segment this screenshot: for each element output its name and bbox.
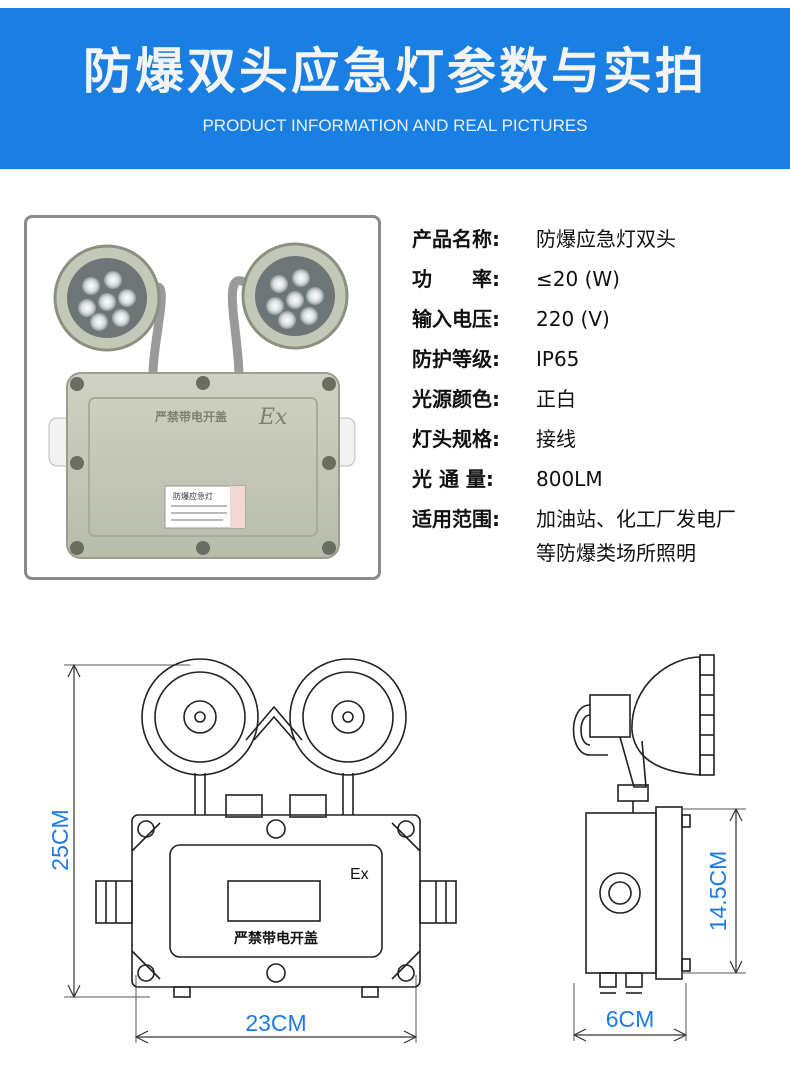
spec-label: 功 率: [412,267,500,291]
front-width-dimension: 23CM [245,1010,306,1036]
spec-row-application: 适用范围: 加油站、化工厂发电厂 [412,501,782,541]
photo-label-title: 防爆应急灯 [173,491,213,501]
spec-row-lamp-spec: 灯头规格: 接线 [412,421,782,461]
spec-label: 光 通 量: [412,467,494,491]
spec-value: 防爆应急灯双头 [536,227,676,251]
side-width-dimension: 6CM [606,1006,655,1032]
side-height-dimension: 14.5CM [705,851,731,932]
spec-list: 产品名称: 防爆应急灯双头 功 率: ≤20 (W) 输入电压: 220 (V)… [412,221,782,541]
front-height-dimension: 25CM [47,809,73,870]
spec-value: 正白 [536,387,576,411]
spec-value: 接线 [536,427,576,451]
spec-value: 800LM [536,467,603,491]
spec-row-power: 功 率: ≤20 (W) [412,261,782,301]
spec-row-luminous-flux: 光 通 量: 800LM [412,461,782,501]
spec-value: 220 (V) [536,307,610,331]
spec-label: 防护等级: [412,347,500,371]
spec-label: 光源颜色: [412,387,500,411]
front-ex-mark: Ex [350,866,369,883]
spec-label: 适用范围: [412,507,500,531]
spec-label: 产品名称: [412,227,500,251]
spec-label: 灯头规格: [412,427,500,451]
page-subtitle: PRODUCT INFORMATION AND REAL PICTURES [202,116,588,135]
left-lamp-head [53,244,161,352]
spec-row-voltage: 输入电压: 220 (V) [412,301,782,341]
spec-row-name: 产品名称: 防爆应急灯双头 [412,221,782,261]
photo-ex-mark: Ex [258,405,288,430]
spec-value: IP65 [536,347,580,371]
spec-value: 加油站、化工厂发电厂 [536,507,736,531]
spec-application-continuation: 等防爆类场所照明 [536,541,696,565]
right-lamp-head [241,242,349,350]
page-title: 防爆双头应急灯参数与实拍 [82,43,707,100]
photo-warning-text: 严禁带电开盖 [154,409,227,424]
product-photo: 严禁带电开盖 Ex 防爆应急灯 [24,215,381,580]
front-warning-text: 严禁带电开盖 [233,930,318,947]
header-banner: 防爆双头应急灯参数与实拍 PRODUCT INFORMATION AND REA… [0,8,790,169]
side-dimension-drawing: 14.5CM 6CM [560,645,770,1049]
front-dimension-drawing: 25CM 23CM [30,645,460,1049]
spec-value: ≤20 (W) [536,267,620,291]
spec-label: 输入电压: [412,307,500,331]
lamp-housing: 严禁带电开盖 Ex 防爆应急灯 [48,372,356,559]
spec-row-protection: 防护等级: IP65 [412,341,782,381]
spec-row-color: 光源颜色: 正白 [412,381,782,421]
